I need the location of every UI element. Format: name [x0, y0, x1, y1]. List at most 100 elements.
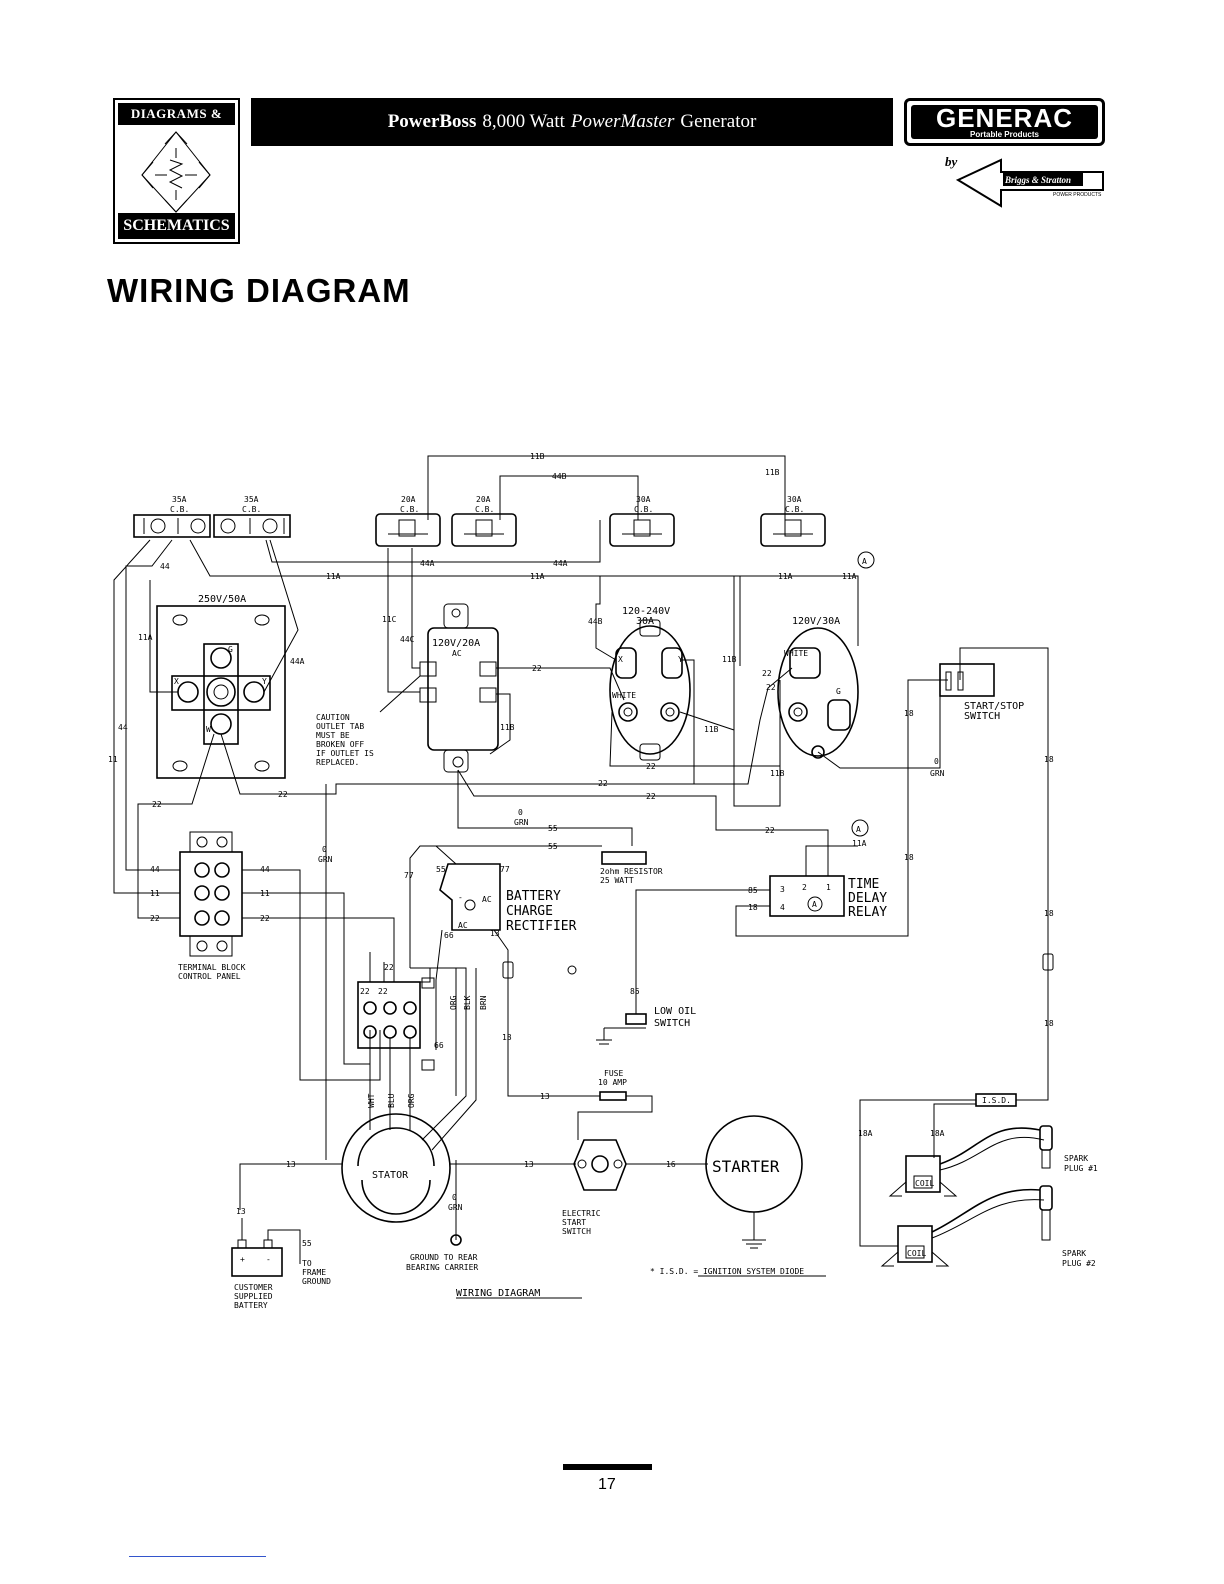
wire-18-relay [735, 679, 948, 937]
svg-text:I.S.D.: I.S.D. [982, 1096, 1011, 1105]
receptacle-120v-30a: 120V/30A WHITE G [777, 616, 859, 759]
svg-text:22: 22 [598, 779, 608, 788]
wire-22-left [137, 733, 215, 919]
svg-text:W: W [206, 725, 211, 734]
connector-18 [1042, 953, 1054, 971]
svg-text:3: 3 [780, 885, 785, 894]
spark-lead-1b [939, 1136, 1045, 1171]
svg-text:C.B.: C.B. [634, 505, 653, 514]
svg-text:4: 4 [780, 903, 785, 912]
spark-lead-2b [931, 1199, 1045, 1239]
svg-text:0: 0 [452, 1193, 457, 1202]
wire-85 [635, 889, 770, 1014]
svg-text:11B: 11B [500, 723, 515, 732]
svg-text:44: 44 [118, 723, 128, 732]
marker-a-relay: A [851, 819, 869, 837]
svg-text:22: 22 [278, 790, 288, 799]
caution-note: CAUTION OUTLET TAB MUST BE BROKEN OFF IF… [316, 713, 374, 767]
svg-text:120V/20A: 120V/20A [432, 638, 480, 649]
spark-plug-2: SPARK PLUG #2 [1039, 1185, 1096, 1268]
stator-terminal-board: 22 22 [357, 981, 421, 1049]
wire-11a-relay [805, 845, 858, 876]
svg-text:25 WATT: 25 WATT [600, 876, 634, 885]
svg-text:18: 18 [904, 709, 914, 718]
logo-bottom-text: SCHEMATICS [118, 213, 235, 239]
label-11b-top: 11B [530, 452, 545, 461]
ground-lug-icon [450, 1234, 462, 1246]
svg-text:22: 22 [532, 664, 542, 673]
svg-text:RECTIFIER: RECTIFIER [506, 919, 577, 934]
wire-44c [411, 548, 420, 669]
breaker-35a-1: 35A C.B. [133, 495, 211, 538]
header-title-mid: 8,000 Watt [482, 111, 565, 132]
svg-text:IF OUTLET IS: IF OUTLET IS [316, 749, 374, 758]
svg-text:BRN: BRN [479, 995, 488, 1010]
svg-text:ORG: ORG [407, 1093, 416, 1108]
svg-text:BATTERY: BATTERY [506, 889, 561, 904]
svg-text:55: 55 [548, 842, 558, 851]
svg-text:18: 18 [904, 853, 914, 862]
wire-18a-right [933, 1103, 976, 1158]
wire-18a-left [859, 1099, 976, 1247]
terminal-block-control-panel: TERMINAL BLOCK CONTROL PANEL [178, 831, 246, 981]
wire-44b-top [499, 475, 639, 520]
diagram-caption: WIRING DIAGRAM [456, 1288, 540, 1299]
svg-text:44: 44 [150, 865, 160, 874]
svg-text:66: 66 [434, 1041, 444, 1050]
svg-text:44A: 44A [553, 559, 568, 568]
wire-11a-bus [189, 539, 859, 646]
generac-logo: GENERAC Portable Products [904, 98, 1105, 146]
svg-text:Y: Y [262, 677, 267, 686]
svg-text:22: 22 [765, 826, 775, 835]
svg-text:CUSTOMER: CUSTOMER [234, 1283, 273, 1292]
svg-text:TO: TO [302, 1259, 312, 1268]
svg-text:GRN: GRN [930, 769, 945, 778]
svg-text:18A: 18A [858, 1129, 873, 1138]
svg-text:77: 77 [500, 865, 510, 874]
footer-link-underline[interactable] [129, 1556, 266, 1557]
svg-text:CAUTION: CAUTION [316, 713, 350, 722]
wire-44-tb [242, 869, 381, 1081]
logo-emblem-icon [141, 131, 211, 213]
wire-blk [420, 967, 467, 1141]
fuse-10a: FUSE 10 AMP [598, 1069, 627, 1101]
svg-text:30A: 30A [787, 495, 802, 504]
header-title-bold: PowerBoss [387, 111, 477, 132]
svg-text:WHITE: WHITE [784, 649, 808, 658]
wire-22-120v30a [694, 667, 793, 785]
svg-text:+: + [240, 1255, 245, 1264]
svg-text:30A: 30A [636, 495, 651, 504]
svg-text:55: 55 [436, 865, 446, 874]
svg-text:18: 18 [1044, 755, 1054, 764]
svg-text:11: 11 [108, 755, 118, 764]
svg-text:G: G [228, 645, 233, 654]
svg-text:18: 18 [748, 903, 758, 912]
svg-text:10 AMP: 10 AMP [598, 1078, 627, 1087]
svg-text:LOW OIL: LOW OIL [654, 1006, 696, 1017]
logo-top-text: DIAGRAMS & [118, 103, 235, 125]
isd-note: * I.S.D. = IGNITION SYSTEM DIODE [650, 1267, 804, 1276]
svg-text:MUST BE: MUST BE [316, 731, 350, 740]
wire-44a-250v [263, 539, 299, 693]
svg-text:WHITE: WHITE [612, 691, 636, 700]
wire-11b-mid [489, 693, 511, 755]
svg-text:STATOR: STATOR [372, 1170, 409, 1181]
wire-13-battery [239, 1163, 342, 1210]
connector-rect-a [421, 977, 435, 989]
svg-text:11A: 11A [138, 633, 153, 642]
svg-text:BLK: BLK [463, 995, 472, 1010]
wire-44a-bus [265, 520, 601, 563]
svg-text:44B: 44B [588, 617, 603, 626]
ignition-system-diode: I.S.D. [975, 1093, 1017, 1107]
svg-text:13: 13 [286, 1160, 296, 1169]
svg-text:C.B.: C.B. [170, 505, 189, 514]
svg-text:11C: 11C [382, 615, 397, 624]
svg-text:X: X [174, 677, 179, 686]
svg-text:22: 22 [384, 963, 394, 972]
spark-plug-1: SPARK PLUG #1 [1039, 1125, 1098, 1173]
wire-11-left [113, 539, 180, 894]
svg-text:120V/30A: 120V/30A [792, 616, 840, 627]
connector-13 [502, 961, 514, 979]
receptacle-120v-20a: 120V/20A AC [419, 603, 499, 773]
